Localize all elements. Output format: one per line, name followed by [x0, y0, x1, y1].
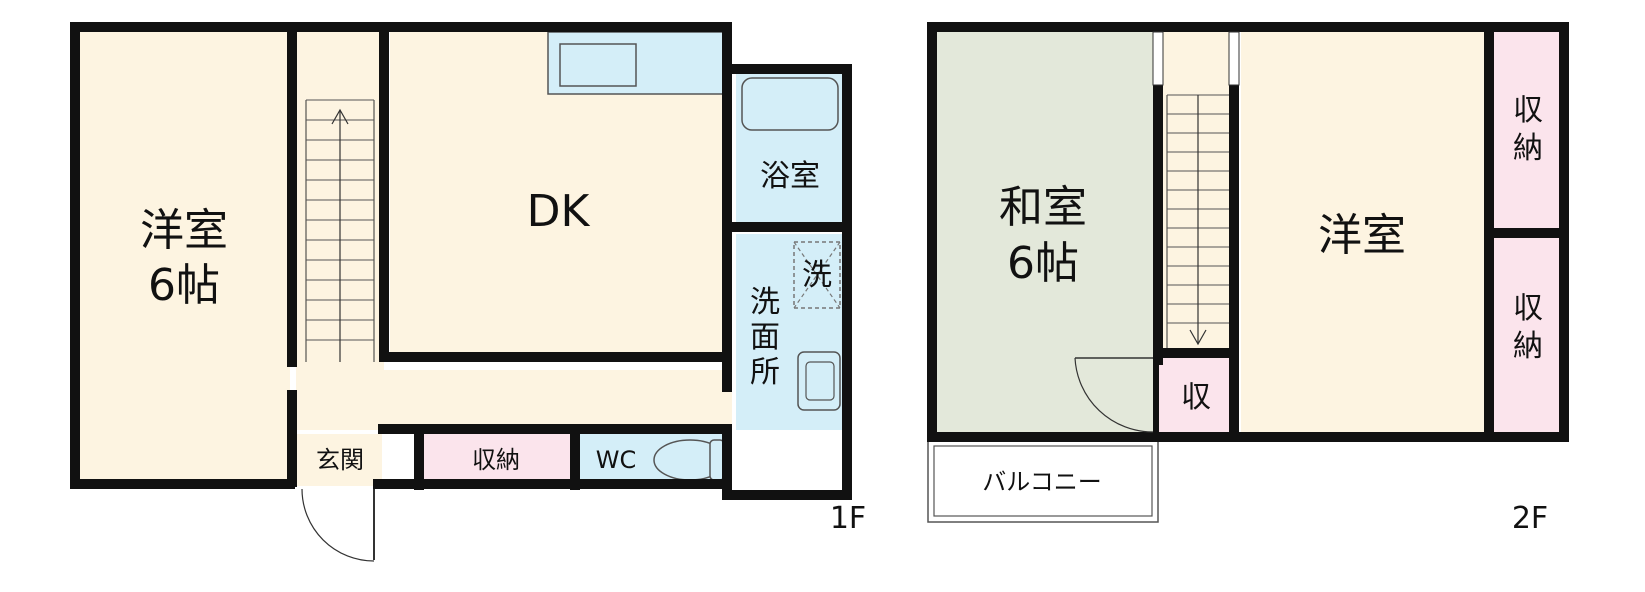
- label-storage-top-2: 納: [1513, 131, 1543, 166]
- floor-label-2f: 2F: [1512, 501, 1548, 536]
- floor-1f: 洋室 6帖 DK 浴室 洗 洗 面 所 玄関 収納 WC 1F: [70, 22, 866, 562]
- label-western-1f: 洋室: [140, 205, 228, 256]
- room-japanese: [935, 30, 1153, 432]
- floor-label-1f: 1F: [830, 501, 866, 536]
- label-storage-bottom-1: 収: [1513, 291, 1543, 326]
- walls-1f: [70, 22, 852, 500]
- stairs-area-2f: [1159, 30, 1239, 348]
- label-western-1f-size: 6帖: [148, 260, 220, 311]
- label-balcony: バルコニー: [982, 468, 1102, 496]
- label-dk: DK: [527, 186, 591, 237]
- label-storage-1f: 収納: [472, 446, 520, 474]
- label-bath: 浴室: [760, 159, 820, 194]
- bathtub: [741, 77, 839, 131]
- label-washer: 洗: [802, 258, 832, 293]
- entrance-door: [301, 488, 375, 562]
- label-wc: WC: [596, 446, 637, 474]
- label-washroom-3: 所: [750, 355, 780, 390]
- label-western-2f: 洋室: [1318, 210, 1406, 261]
- wash-basin: [797, 351, 841, 411]
- room-storage-bottom: [1492, 238, 1562, 432]
- label-storage-top-1: 収: [1513, 93, 1543, 128]
- label-japanese-size: 6帖: [1007, 238, 1079, 289]
- washer-space: [793, 241, 841, 309]
- walls-2f: [927, 22, 1569, 442]
- label-storage-bottom-2: 納: [1513, 329, 1543, 364]
- room-storage-small: [1159, 358, 1231, 432]
- room-storage-1f: [422, 434, 570, 486]
- kitchen-sink: [559, 43, 637, 87]
- label-washroom-1: 洗: [750, 285, 780, 320]
- floor-2f: 和室 6帖 洋室 収 納 収 納 収 バルコニー 2F: [927, 22, 1569, 536]
- room-western-2f: [1241, 30, 1484, 432]
- japanese-door: [1074, 357, 1154, 433]
- label-washroom-2: 面: [750, 320, 780, 355]
- label-entrance: 玄関: [316, 446, 364, 474]
- label-storage-small: 収: [1181, 380, 1211, 415]
- room-entrance: [296, 434, 382, 486]
- room-storage-top: [1492, 30, 1562, 228]
- room-western-1f: [78, 30, 290, 485]
- hall-1f: [296, 370, 732, 430]
- room-balcony: [927, 439, 1159, 523]
- stairs-1f: [305, 99, 375, 362]
- label-japanese: 和室: [999, 182, 1087, 233]
